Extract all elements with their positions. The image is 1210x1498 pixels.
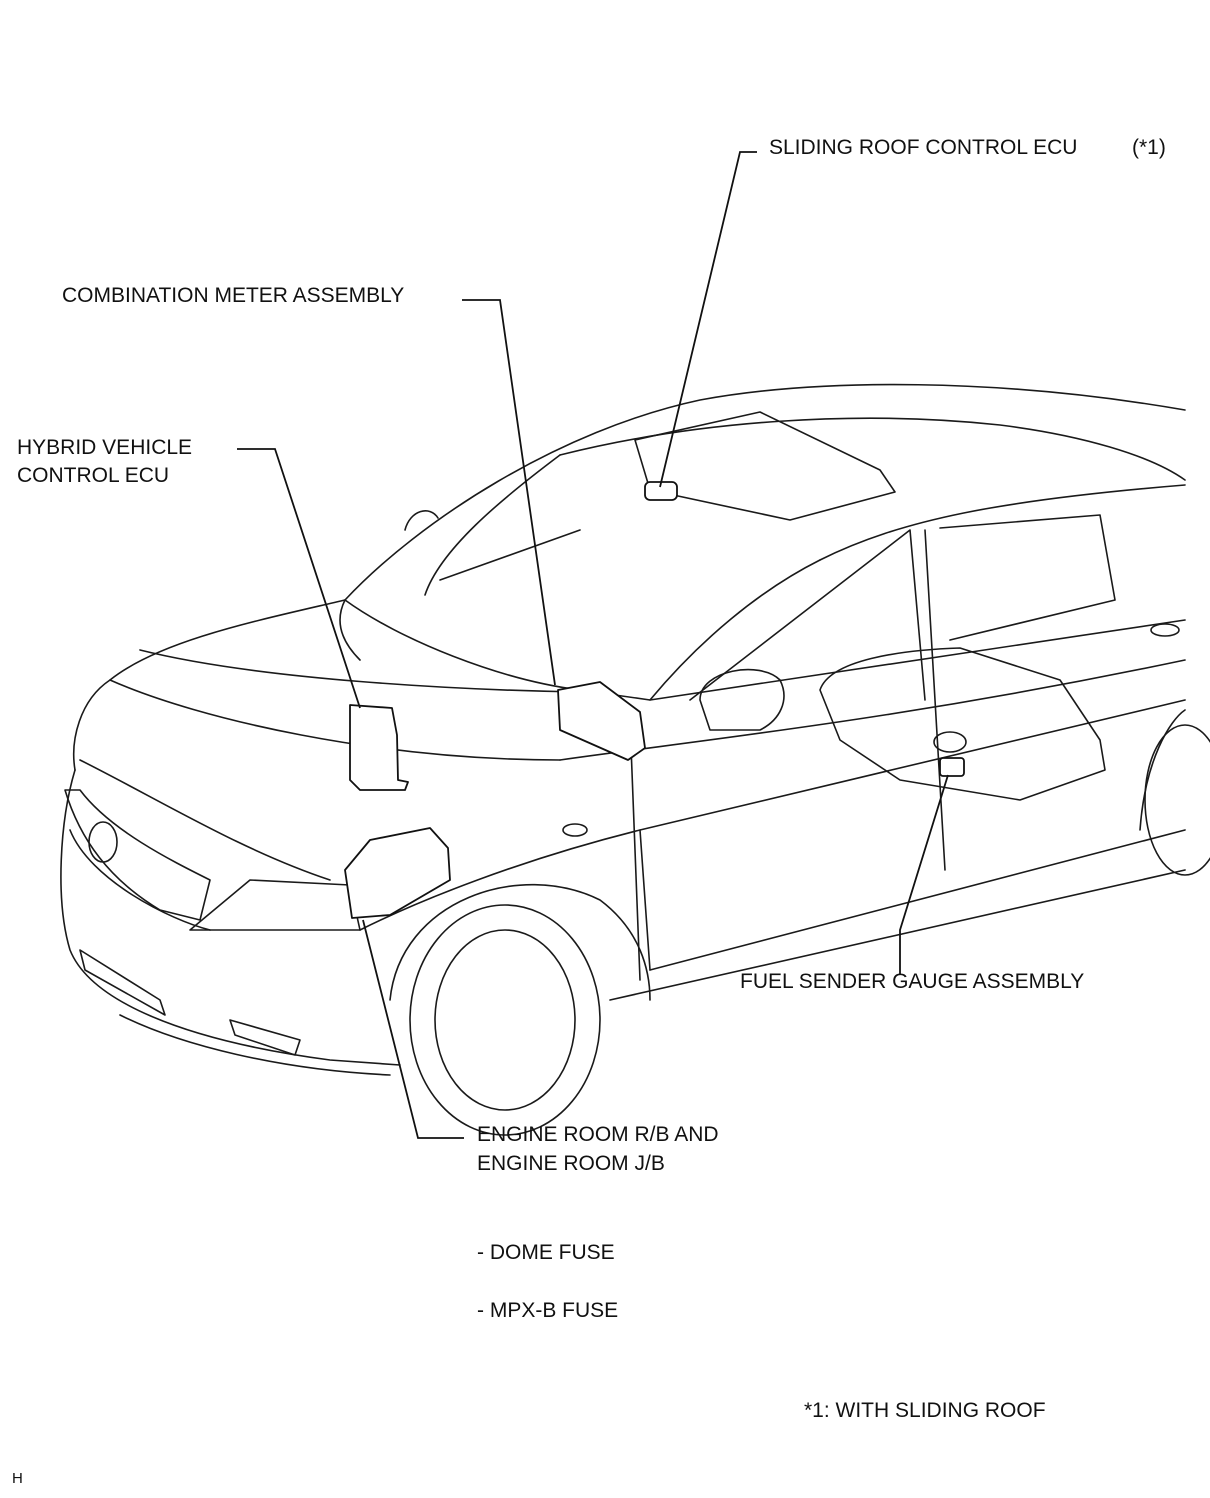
hybrid-ecu-part (349, 704, 409, 791)
car-outline (60, 383, 1210, 1136)
corner-mark: H (12, 1470, 23, 1487)
leader-hybrid-ecu (237, 448, 361, 709)
combination-meter-label: COMBINATION METER ASSEMBLY (62, 284, 405, 307)
fuel-sender-label: FUEL SENDER GAUGE ASSEMBLY (740, 970, 1085, 993)
leader-engine-room (362, 919, 464, 1139)
leader-sliding-roof (659, 151, 757, 488)
sliding-roof-note-ref: (*1) (1132, 136, 1166, 159)
dome-fuse-label: - DOME FUSE (477, 1241, 615, 1264)
footnote-label: *1: WITH SLIDING ROOF (804, 1399, 1046, 1422)
leader-fuel-sender (899, 774, 949, 975)
engine-room-box-part (344, 827, 451, 919)
sliding-roof-ecu-label: SLIDING ROOF CONTROL ECU (769, 136, 1078, 159)
mpxb-fuse-label: - MPX-B FUSE (477, 1299, 619, 1322)
combination-meter-part (557, 681, 646, 761)
engine-room-label-line2: ENGINE ROOM J/B (477, 1152, 665, 1175)
engine-room-label-line1: ENGINE ROOM R/B AND (477, 1123, 719, 1146)
fuel-sender-part (939, 757, 965, 777)
leader-combination-meter (462, 299, 556, 686)
hybrid-ecu-label-line1: HYBRID VEHICLE (17, 436, 193, 459)
hybrid-ecu-label-line2: CONTROL ECU (17, 464, 170, 487)
